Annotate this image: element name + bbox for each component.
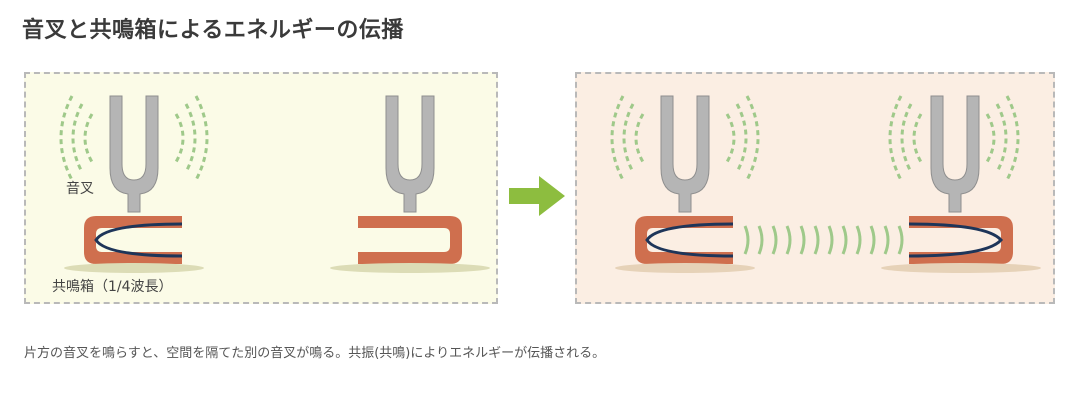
resonance-box-2 [330, 216, 490, 273]
tuning-fork-a [660, 95, 710, 213]
right-panel [575, 72, 1055, 304]
tuning-fork-label: 音叉 [66, 181, 94, 197]
resonance-box-b [881, 216, 1041, 273]
right-panel-drawing [610, 95, 1041, 273]
left-panel-drawing [59, 95, 490, 273]
sound-waves-fork-a [610, 95, 760, 181]
sound-waves-left-fork1 [59, 95, 94, 181]
transition-arrow-icon [509, 176, 565, 216]
tuning-fork-2 [385, 95, 435, 213]
sound-waves-fork-b [888, 95, 1020, 181]
propagating-sound-waves [743, 225, 904, 255]
tuning-fork-1 [109, 95, 159, 213]
resonance-box-a [615, 216, 755, 273]
resonance-box-1 [64, 216, 204, 273]
caption-text: 片方の音叉を鳴らすと、空間を隔てた別の音叉が鳴る。共振(共鳴)によりエネルギーが… [24, 346, 606, 361]
sound-waves-right-fork1 [174, 95, 209, 181]
diagram-title: 音叉と共鳴箱によるエネルギーの伝播 [22, 18, 404, 43]
tuning-fork-b [930, 95, 980, 213]
left-panel: 音叉 共鳴箱（1/4波長） [24, 72, 498, 304]
resonance-box-label: 共鳴箱（1/4波長） [52, 279, 173, 295]
